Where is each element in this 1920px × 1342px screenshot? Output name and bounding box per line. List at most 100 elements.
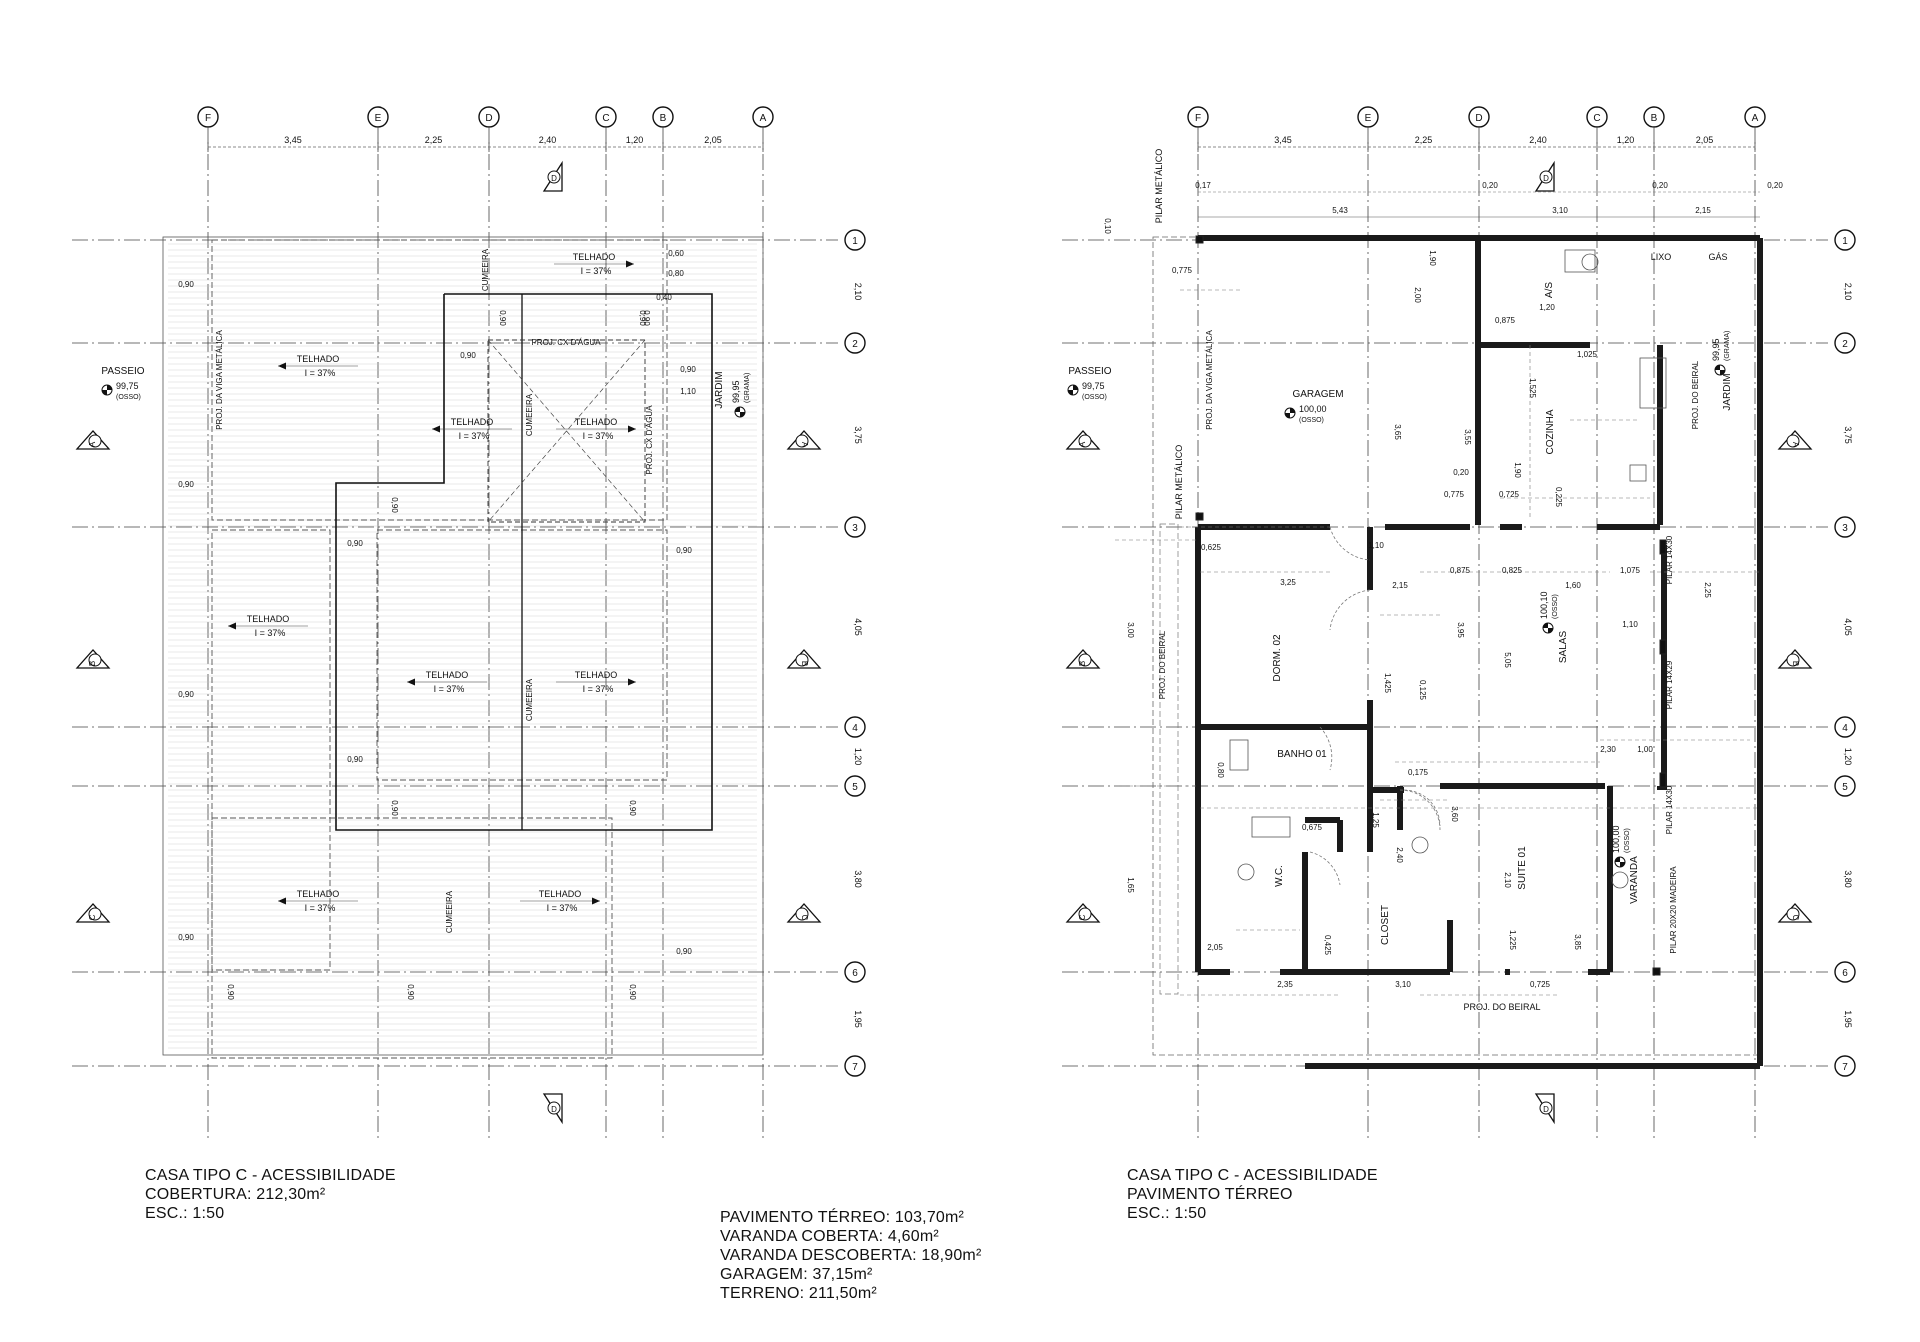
roof-dim-row-spacing: 1,20 — [853, 748, 863, 766]
ground-pillar-14x30 — [1659, 772, 1667, 788]
ground-pilar-14x30-label: PILAR 14X30 — [1665, 785, 1674, 834]
roof-beam-projection-label: PROJ. DA VIGA METÁLICA — [215, 330, 224, 430]
ground-dim-value: 1,425 — [1383, 673, 1392, 694]
roof-dim-row-spacing: 1,95 — [853, 1010, 863, 1028]
ground-dim-value: 1,525 — [1528, 378, 1537, 399]
roof-axis-bubble-E — [367, 106, 389, 128]
roof-section-marker-c-right-circle — [795, 907, 809, 921]
ground-dim-value: 0,125 — [1418, 680, 1427, 701]
ground-dim-value: 5,05 — [1503, 652, 1512, 668]
ground-dim-col-spacing: 2,40 — [1529, 135, 1547, 145]
roof-slope-arrow — [592, 897, 600, 905]
ground-section-marker-d-bottom-letter: D — [1543, 1105, 1549, 1114]
roof-small-dim: 0,90 — [178, 480, 194, 489]
roof-section-marker-b-right-letter: B — [800, 661, 809, 666]
ground-dim-value: 1,60 — [1565, 581, 1581, 590]
ground-kitchen-counter — [1639, 357, 1667, 409]
ground-dim-value: 2,05 — [1207, 943, 1223, 952]
ground-door-swing — [1329, 526, 1371, 561]
roof-slope-arrow — [278, 897, 286, 905]
ground-dim-value: 1,20 — [1539, 303, 1555, 312]
ground-jardim-level-symbol-fill — [1715, 365, 1725, 375]
ground-door-swing — [1403, 789, 1441, 827]
ground-section-marker-d-top-circle — [1539, 170, 1553, 184]
roof-ridge-label: CUMEEIRA — [525, 393, 534, 436]
area-line: VARANDA DESCOBERTA: 18,90m² — [720, 1247, 982, 1264]
roof-axis-bubble-F — [197, 106, 219, 128]
roof-small-dim: 0,90 — [226, 984, 235, 1000]
roof-dim-col-spacing: 2,25 — [425, 135, 443, 145]
roof-section-marker-c-left-circle — [88, 907, 102, 921]
roof-passeio-level-symbol-fill — [102, 385, 112, 395]
roof-passeio-level-note: (OSSO) — [116, 394, 141, 401]
ground-room-wc: W.C. — [1274, 865, 1285, 887]
ground-dim-value: 1,90 — [1513, 462, 1522, 478]
roof-panel-upper — [211, 239, 668, 521]
ground-dim-value: 2,25 — [1703, 582, 1712, 598]
ground-axis-bubble-C — [1586, 106, 1608, 128]
roof-axis-bubble-3-label: 3 — [852, 523, 858, 534]
ground-dim-row-spacing: 3,75 — [1843, 426, 1853, 444]
roof-axis-bubble-6-label: 6 — [852, 968, 858, 979]
ground-section-marker-d-top-letter: D — [1543, 174, 1549, 183]
roof-axis-bubble-2-label: 2 — [852, 339, 858, 350]
ground-room-closet: CLOSET — [1380, 905, 1391, 945]
ground-garagem-level-note: (OSSO) — [1299, 417, 1324, 424]
roof-eave-outline — [162, 236, 764, 1056]
roof-slope-arrow — [278, 362, 286, 370]
ground-dim-value: 2,35 — [1277, 980, 1293, 989]
ground-dim-value: 1,00 — [1637, 745, 1653, 754]
roof-section-marker-b-left-letter: B — [88, 661, 97, 666]
roof-dim-col-spacing: 3,45 — [284, 135, 302, 145]
ground-axis-bubble-A — [1744, 106, 1766, 128]
ground-pilar-metalico-label: PILAR METÁLICO — [1174, 445, 1184, 520]
roof-dim-row-spacing: 3,80 — [853, 870, 863, 888]
roof-small-dim: 0,90 — [178, 280, 194, 289]
ground-pilar-metalico-label: PILAR METÁLICO — [1154, 149, 1164, 224]
ground-pilar-14x30-label: PILAR 14X30 — [1665, 535, 1674, 584]
ground-dim-value: 3,95 — [1456, 622, 1465, 638]
ground-axis-bubble-1-label: 1 — [1842, 236, 1848, 247]
roof-small-dim: 0,60 — [668, 249, 684, 258]
roof-axis-bubble-A — [752, 106, 774, 128]
roof-slope-arrow — [407, 678, 415, 686]
ground-section-marker-b-left-letter: B — [1078, 661, 1087, 666]
roof-slope-value: I = 37% — [434, 684, 465, 694]
ground-section-marker-a-right-circle — [1786, 434, 1800, 448]
ground-dim-value: 0,775 — [1444, 490, 1465, 499]
ground-dim-row-spacing: 4,05 — [1843, 618, 1853, 636]
roof-caption-line: ESC.: 1:50 — [145, 1205, 225, 1222]
ground-dim-value: 3,85 — [1573, 934, 1582, 950]
roof-passeio-level: 99,75(OSSO) — [101, 381, 141, 401]
roof-jardim-label: JARDIM — [714, 371, 725, 408]
ground-dim-value: 1,225 — [1508, 930, 1517, 951]
roof-section-marker-c-right-letter: C — [800, 915, 809, 921]
ground-axis-bubble-3 — [1834, 516, 1856, 538]
roof-small-dim: 0,40 — [656, 293, 672, 302]
ground-pillar-14x30 — [1659, 539, 1667, 555]
ground-dim-col-spacing: 3,45 — [1274, 135, 1292, 145]
roof-axis-bubble-F-label: F — [205, 113, 211, 124]
ground-section-marker-b-right-letter: B — [1791, 661, 1800, 666]
area-line: VARANDA COBERTA: 4,60m² — [720, 1228, 939, 1245]
roof-axis-bubble-6 — [844, 961, 866, 983]
ground-axis-bubble-F-label: F — [1195, 113, 1201, 124]
roof-section-marker-d-bottom-circle — [547, 1101, 561, 1115]
ground-dim-value: 3,10 — [1395, 980, 1411, 989]
ground-accessible-symbol — [1237, 863, 1255, 881]
ground-dim-value: 0,875 — [1495, 316, 1516, 325]
roof-water-tank-label: PROJ. CX D'ÁGUA — [531, 338, 601, 347]
roof-dim-col-spacing: 2,40 — [539, 135, 557, 145]
ground-top-dim: 0,20 — [1767, 181, 1783, 190]
roof-ridge-label: CUMEEIRA — [481, 248, 490, 291]
ground-section-marker-a-left-circle — [1078, 434, 1092, 448]
roof-axis-bubble-4 — [844, 716, 866, 738]
ground-varanda-level-level: 100,00 — [1611, 825, 1621, 853]
roof-axis-bubble-D-label: D — [485, 113, 492, 124]
roof-dim-row-spacing: 4,05 — [853, 618, 863, 636]
ground-garagem-level-symbol-fill — [1285, 408, 1295, 418]
ground-dim-value: 0,425 — [1323, 935, 1332, 956]
ground-section-marker-a-left-letter: A — [1078, 441, 1087, 447]
roof-water-tank-diag — [487, 339, 646, 523]
